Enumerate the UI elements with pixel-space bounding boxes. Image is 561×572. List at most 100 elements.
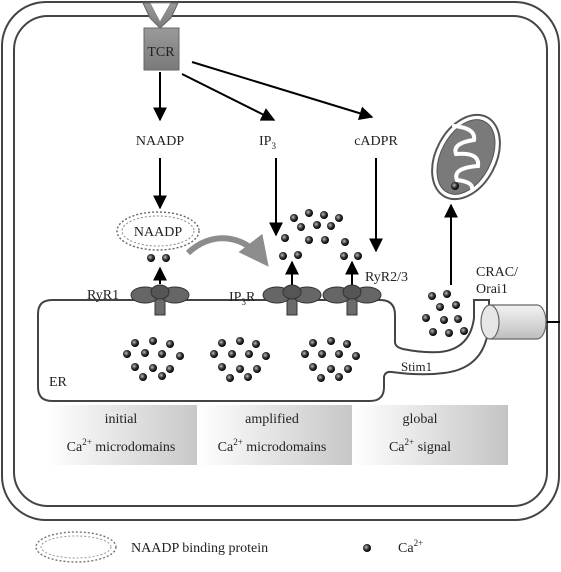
ca-near-stim1 (422, 290, 468, 337)
ca-ion (244, 373, 252, 381)
stage-initial-subtitle: Ca2+ microdomains (67, 437, 176, 455)
ca-ion (245, 350, 253, 358)
ca-ion (305, 236, 313, 244)
ryr1-channel (130, 284, 190, 316)
ca-ion (149, 364, 157, 372)
stage-global: global Ca2+ signal (352, 405, 508, 465)
ca-ion (343, 340, 351, 348)
ca-ion (436, 303, 444, 311)
ca-ion (166, 365, 174, 373)
ca-ion (327, 365, 335, 373)
ca-ion (236, 365, 244, 373)
ca-ion (294, 251, 302, 259)
ca-ion (440, 316, 448, 324)
ca-ion (454, 315, 462, 323)
ca-ion (210, 350, 218, 358)
stage-global-title: global (403, 412, 438, 427)
ca-near-ryr1 (147, 254, 170, 262)
arrow-tcr-ip3 (181, 73, 276, 121)
ca-ion (252, 340, 260, 348)
ca-ion (422, 314, 430, 322)
ca-store-1 (123, 337, 184, 381)
ca-ion (226, 374, 234, 382)
ca-ion (305, 209, 313, 217)
crac-label-line1: CRAC/ (476, 265, 518, 280)
naadp-binding-protein-inner (121, 215, 195, 247)
ca-ion (429, 328, 437, 336)
ca-ion (162, 254, 170, 262)
ryr23-label: RyR2/3 (365, 270, 408, 285)
tcr-label: TCR (147, 45, 175, 60)
ca-ion (228, 350, 236, 358)
ca-ion (236, 337, 244, 345)
crac-orai1-channel (480, 304, 547, 340)
ca-ion (147, 254, 155, 262)
ca-store-2 (210, 337, 270, 382)
binding-protein-label: NAADP (134, 225, 182, 240)
ca-ion (139, 373, 147, 381)
ca-ion (344, 365, 352, 373)
legend-ca-label: Ca2+ (398, 538, 423, 556)
arrow-tcr-cadpr (191, 61, 374, 121)
legend-ca-icon (363, 544, 371, 552)
ca-ion (340, 252, 348, 260)
ca-ion (218, 339, 226, 347)
tcr-receptor: TCR (142, 2, 180, 71)
naadp-binding-protein (116, 211, 200, 251)
ca-ion (166, 340, 174, 348)
ca-ion (428, 292, 436, 300)
legend-binding-protein-label: NAADP binding protein (131, 541, 268, 556)
ca-ion (176, 352, 184, 360)
ca-ion (253, 365, 261, 373)
ca-ion (123, 350, 131, 358)
ca-ion (341, 238, 349, 246)
ca-ion (309, 363, 317, 371)
ca-ion (158, 350, 166, 358)
ca-ion (318, 350, 326, 358)
cadpr-label: cADPR (354, 134, 398, 149)
ca-ion (290, 214, 298, 222)
er-label: ER (49, 375, 68, 390)
cell-membrane (1, 1, 560, 521)
ca-ion (297, 223, 305, 231)
stim1-label: Stim1 (401, 359, 432, 374)
ca-ion (335, 350, 343, 358)
ca-ion (281, 234, 289, 242)
er-membrane (37, 299, 490, 402)
ca-ion (158, 372, 166, 380)
mitochondrion (431, 113, 501, 201)
ip3-label: IP3 (259, 134, 276, 151)
ca-ion (262, 352, 270, 360)
ca-ion (321, 236, 329, 244)
ca-ion (131, 363, 139, 371)
ca-ion (320, 211, 328, 219)
ca-ion (301, 350, 309, 358)
ca-ion (335, 373, 343, 381)
ca-ion (335, 214, 343, 222)
ca-ion (445, 329, 453, 337)
ca-ion (218, 363, 226, 371)
ca-ion (131, 339, 139, 347)
ca-ion (313, 221, 321, 229)
legend-binding-protein-icon (35, 531, 117, 563)
ca-ion (149, 337, 157, 345)
ryr1-label: RyR1 (87, 288, 119, 303)
ca-ion (452, 301, 460, 309)
ca-ion (354, 252, 362, 260)
stage-initial-title: initial (105, 412, 138, 427)
amplification-arrow (185, 233, 269, 267)
naadp-label: NAADP (136, 134, 184, 149)
ca-ion (317, 374, 325, 382)
ryr23-channel (322, 284, 382, 316)
ca-ion (327, 337, 335, 345)
stage-amplified-subtitle: Ca2+ microdomains (218, 437, 327, 455)
ca-ion (460, 327, 468, 335)
ca-ion (327, 222, 335, 230)
stage-amplified-title: amplified (245, 412, 299, 427)
stage-amplified: amplified Ca2+ microdomains (197, 405, 359, 465)
ca-ion (352, 352, 360, 360)
crac-label-line2: Orai1 (476, 282, 508, 297)
ca-ion (141, 349, 149, 357)
ca-store-3 (301, 337, 360, 382)
